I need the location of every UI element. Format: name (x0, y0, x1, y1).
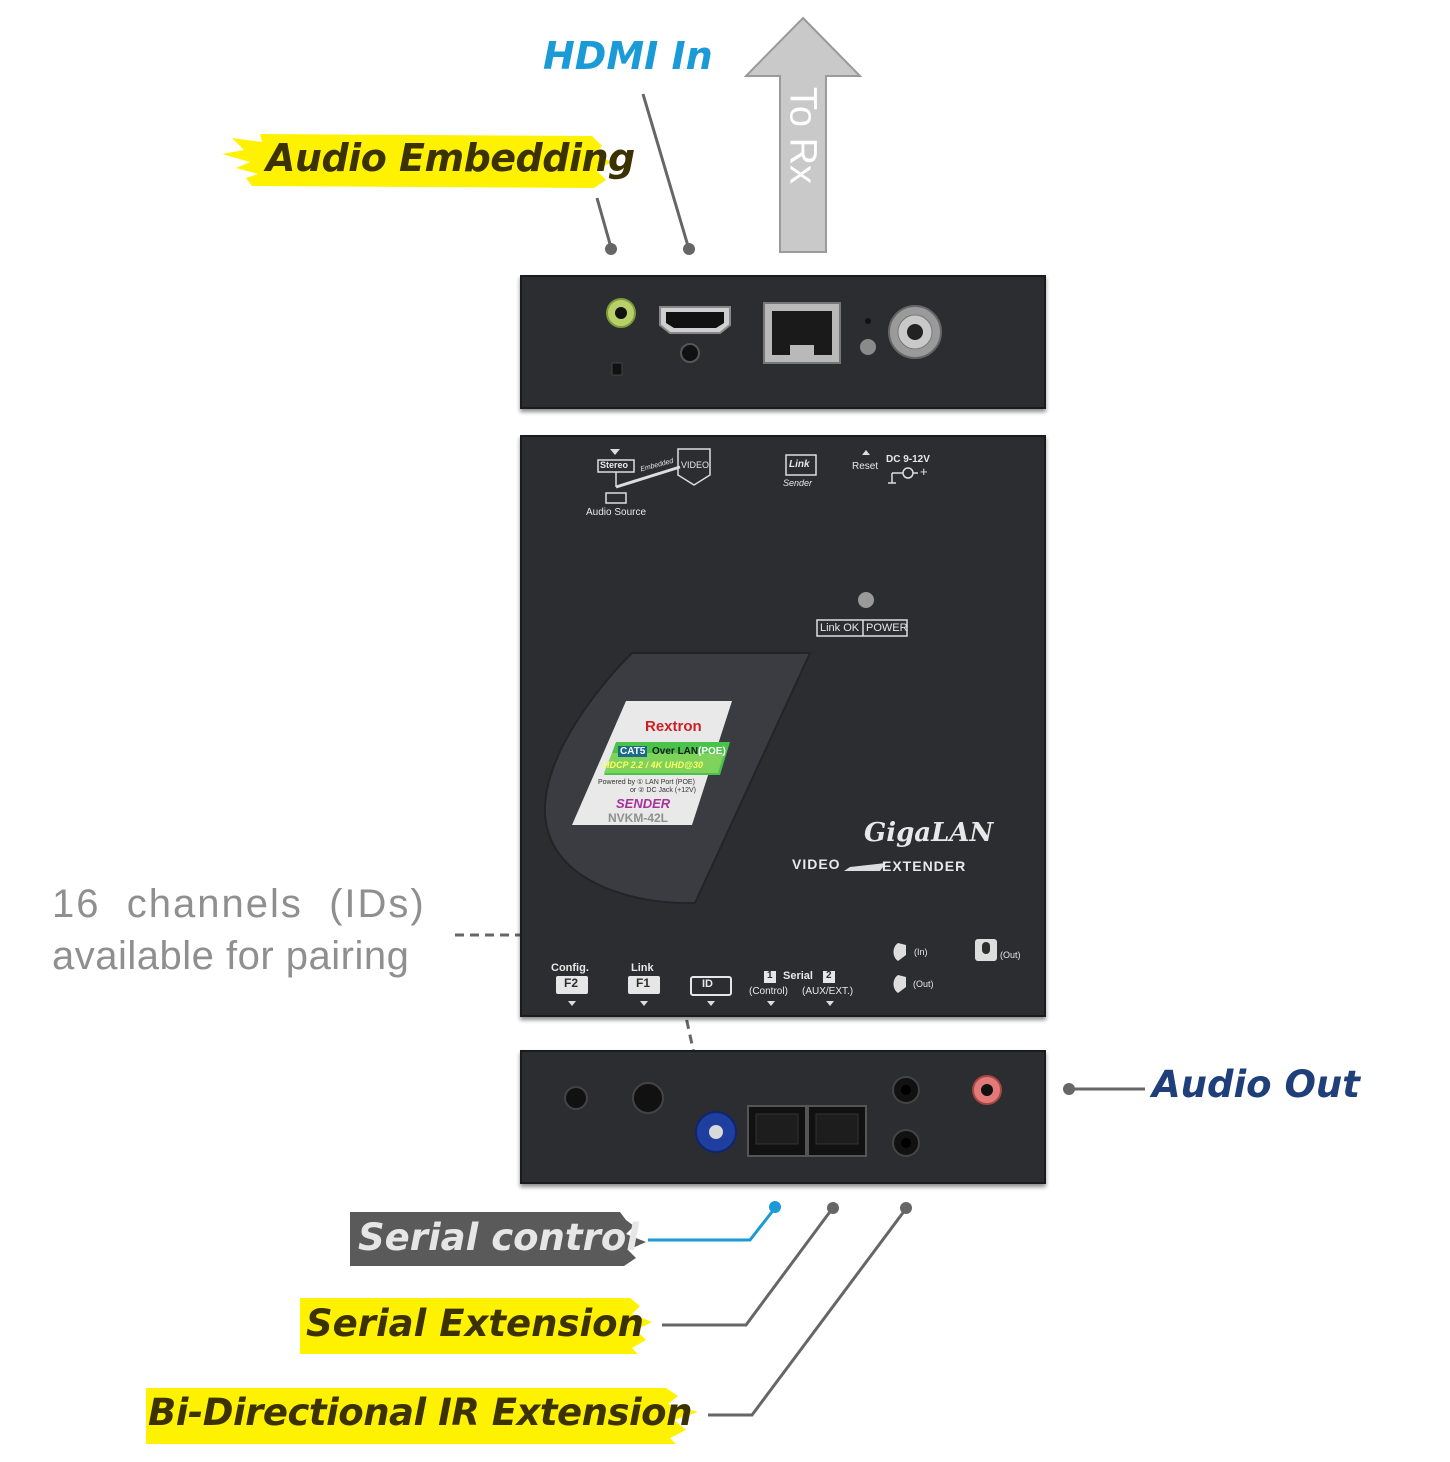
ir-out-label: (Out) (913, 979, 934, 989)
audio-source-switch[interactable] (611, 362, 623, 376)
ir-extension-banner (146, 1388, 698, 1444)
cat5-label: CAT5 (618, 746, 648, 757)
f1-button[interactable]: F1 (636, 976, 651, 990)
front-led-top (865, 318, 871, 324)
to-rx-label: To Rx (781, 86, 824, 185)
main-panel-graphics (543, 448, 997, 1006)
serial-extension-banner (300, 1298, 652, 1354)
serial-control-dot (769, 1201, 781, 1213)
aux-label: (AUX/EXT.) (802, 986, 854, 997)
hdmi-in-line (641, 93, 690, 247)
model-label: NVKM-42L (608, 811, 669, 825)
serial-control-label: Serial control (358, 1216, 639, 1259)
ir-in-label: (In) (914, 947, 928, 957)
hdmi-in-dot (683, 243, 695, 255)
serial-control-line (648, 1207, 777, 1242)
ir-extension-label: Bi-Directional IR Extension (148, 1391, 692, 1434)
link-power-led (858, 592, 874, 608)
serial-label: Serial (783, 970, 813, 982)
stereo-label: Stereo (600, 460, 629, 470)
hdmi-in-label: HDMI In (543, 34, 713, 78)
front-panel-ports (606, 298, 942, 376)
reset-button[interactable] (860, 339, 876, 355)
brand-label: Rextron (645, 718, 702, 735)
id-button[interactable]: ID (702, 978, 713, 990)
ir-extension-dot (900, 1202, 912, 1214)
reset-label: Reset (852, 461, 879, 472)
hdmi-screw (680, 343, 700, 363)
sender-small-label: Sender (783, 478, 813, 488)
channels-label-line1: 16 channels (IDs) (52, 882, 426, 926)
dc-plus: + (920, 464, 928, 479)
poe-label: (POE) (698, 746, 726, 757)
audio-out-dot (1063, 1083, 1075, 1095)
f1-rear-button[interactable] (632, 1082, 664, 1114)
powered-by-2: or ② DC Jack (+12V) (630, 787, 696, 794)
serial-extension-label: Serial Extension (306, 1302, 644, 1345)
powered-by-1: Powered by ① LAN Port (POE) (598, 779, 695, 786)
dc-label: DC 9-12V (886, 454, 930, 465)
link-ok-label: Link OK (820, 622, 860, 634)
config-label: Config. (551, 962, 589, 974)
serial-extension-line (662, 1208, 834, 1327)
power-label: POWER (866, 622, 908, 634)
over-lan-label: Over LAN (652, 746, 699, 757)
rear-panel-ports (564, 1075, 1002, 1157)
serial-extension-dot (827, 1202, 839, 1214)
gigalan-logo: GigaLAN (864, 818, 994, 848)
video-word: VIDEO (792, 856, 841, 872)
extender-word: EXTENDER (882, 858, 967, 874)
link-label: Link (631, 962, 654, 974)
audio-source-label: Audio Source (586, 507, 647, 518)
serial-1-label: 1 (767, 970, 773, 981)
to-rx-arrow (743, 16, 863, 253)
audio-embedding-banner (222, 134, 612, 188)
audio-out-label: Audio Out (1152, 1063, 1360, 1106)
control-label: (Control) (749, 986, 788, 997)
mic-out-label: (Out) (1000, 950, 1021, 960)
front-panel (520, 275, 1046, 409)
serial-control-banner (350, 1212, 646, 1266)
f2-rear-button[interactable] (564, 1086, 588, 1110)
f2-button[interactable]: F2 (564, 976, 579, 990)
sender-label: SENDER (616, 796, 671, 811)
video-label: VIDEO (681, 460, 710, 470)
serial-2-label: 2 (826, 970, 832, 981)
audio-embedding-dot (605, 243, 617, 255)
ir-extension-line (708, 1209, 907, 1417)
channels-label-line2: available for pairing (52, 934, 410, 978)
audio-embedding-label: Audio Embedding (266, 136, 635, 180)
hdcp-label: HDCP 2.2 / 4K UHD@30 (603, 760, 703, 770)
link-logo-label: Link (789, 459, 810, 470)
audio-embedding-line (595, 197, 612, 245)
